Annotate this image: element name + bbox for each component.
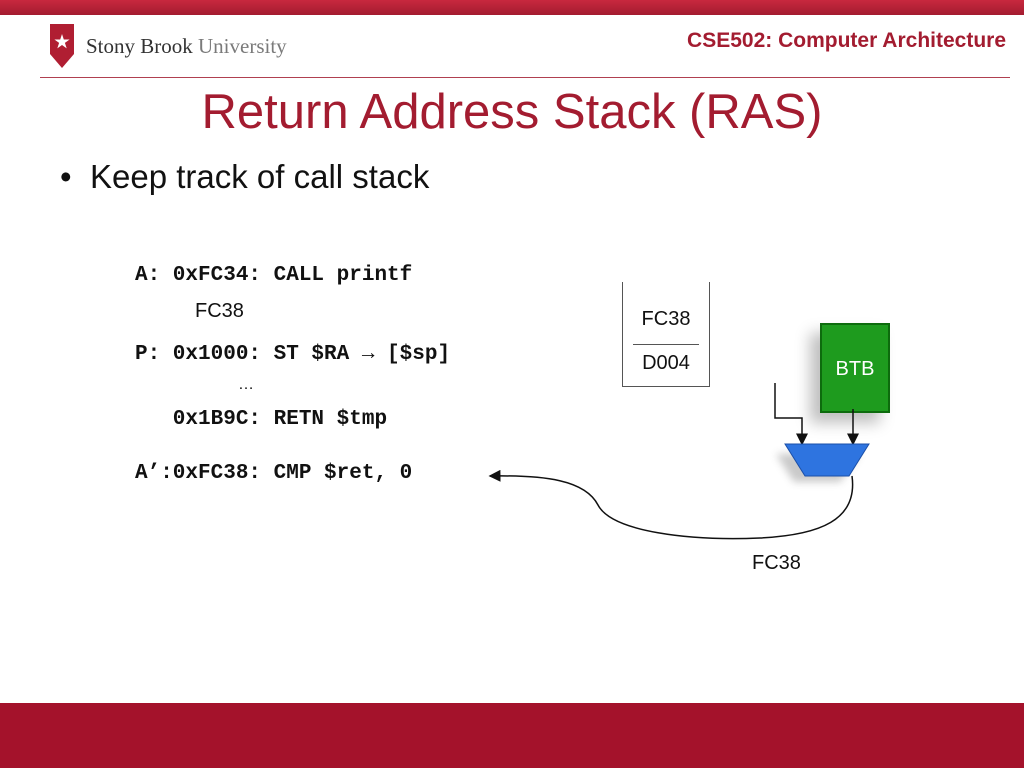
code-line-call: A: 0xFC34: CALL printf	[135, 264, 413, 287]
bullet-text: Keep track of call stack	[90, 158, 430, 195]
ellipsis: …	[238, 376, 254, 393]
mux-icon	[784, 443, 870, 477]
ras-to-mux-wire	[774, 383, 808, 446]
ras-entry-top: FC38	[641, 308, 691, 330]
logo-wordmark: Stony Brook University	[86, 34, 287, 59]
right-arrow-icon: →	[361, 343, 375, 366]
mux-output-wire	[488, 469, 854, 540]
shield-icon	[50, 24, 74, 68]
university-logo: Stony Brook University	[50, 24, 287, 68]
mux-output-label: FC38	[752, 552, 801, 574]
top-banner	[0, 0, 1024, 15]
bottom-banner	[0, 703, 1024, 768]
ras-entry-divider	[633, 344, 699, 345]
code-line-return: 0x1B9C: RETN $tmp	[135, 408, 388, 431]
code-line-store: P: 0x1000: ST $RA → [$sp]	[135, 343, 450, 366]
code-line-compare: A’:0xFC38: CMP $ret, 0	[135, 462, 413, 485]
ras-stack: FC38 D004	[622, 282, 710, 387]
header-divider	[40, 77, 1010, 78]
code-store-left: P: 0x1000: ST $RA	[135, 343, 362, 366]
bullet-dot: •	[60, 158, 72, 195]
bullet-item: • Keep track of call stack	[60, 158, 429, 196]
btb-block: BTB	[820, 323, 890, 413]
logo-name: Stony Brook	[86, 33, 193, 58]
slide-title: Return Address Stack (RAS)	[201, 85, 823, 139]
logo-suffix: University	[198, 33, 287, 58]
course-title: CSE502: Computer Architecture	[687, 29, 1006, 52]
ras-entry-bottom: D004	[642, 352, 690, 374]
return-address-note: FC38	[195, 300, 244, 322]
code-store-right: [$sp]	[374, 343, 451, 366]
